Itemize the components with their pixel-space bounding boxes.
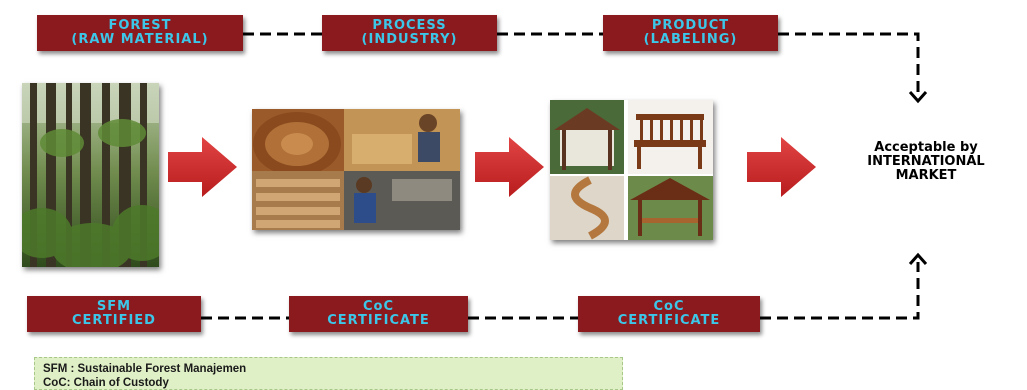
sfm-box-line2: CERTIFIED xyxy=(72,313,156,328)
coc1-box-line1: CoC xyxy=(362,299,394,314)
product-photo-collage xyxy=(550,100,713,240)
product-box-line1: PRODUCT xyxy=(651,18,730,33)
process-box: PROCESS (INDUSTRY) xyxy=(322,15,497,51)
sfm-box: SFM CERTIFIED xyxy=(27,296,201,332)
coc-certificate-box-1: CoC CERTIFICATE xyxy=(289,296,468,332)
product-box-line2: (LABELING) xyxy=(643,32,738,47)
coc-certificate-box-2: CoC CERTIFICATE xyxy=(578,296,760,332)
forest-box-line1: FOREST xyxy=(108,18,172,33)
legend-sfm: SFM : Sustainable Forest Manajemen xyxy=(43,363,247,375)
arrowhead-up-icon xyxy=(908,252,928,265)
forest-photo xyxy=(22,83,159,267)
outcome-line2: INTERNATIONAL xyxy=(867,154,985,169)
forest-box: FOREST (RAW MATERIAL) xyxy=(37,15,243,51)
sfm-box-line1: SFM xyxy=(96,299,132,314)
connector-coc-market xyxy=(760,262,920,320)
outcome-label: Acceptable by INTERNATIONAL MARKET xyxy=(828,141,1024,183)
industry-photo-collage xyxy=(252,109,460,230)
outcome-line3: MARKET xyxy=(895,168,957,183)
process-box-line2: (INDUSTRY) xyxy=(361,32,458,47)
legend-box: SFM : Sustainable Forest Manajemen CoC: … xyxy=(34,357,623,390)
coc1-box-line2: CERTIFICATE xyxy=(327,313,430,328)
red-arrow-icon xyxy=(475,137,544,197)
process-box-line1: PROCESS xyxy=(372,18,447,33)
connector-product-market xyxy=(778,32,920,94)
coc2-box-line1: CoC xyxy=(653,299,685,314)
red-arrow-icon xyxy=(747,137,816,197)
coc2-box-line2: CERTIFICATE xyxy=(617,313,721,328)
legend-coc: CoC: Chain of Custody xyxy=(43,377,169,389)
product-box: PRODUCT (LABELING) xyxy=(603,15,778,51)
red-arrow-icon xyxy=(168,137,237,197)
outcome-line1: Acceptable by xyxy=(874,140,978,155)
arrowhead-down-icon xyxy=(908,91,928,104)
forest-box-line2: (RAW MATERIAL) xyxy=(71,32,209,47)
